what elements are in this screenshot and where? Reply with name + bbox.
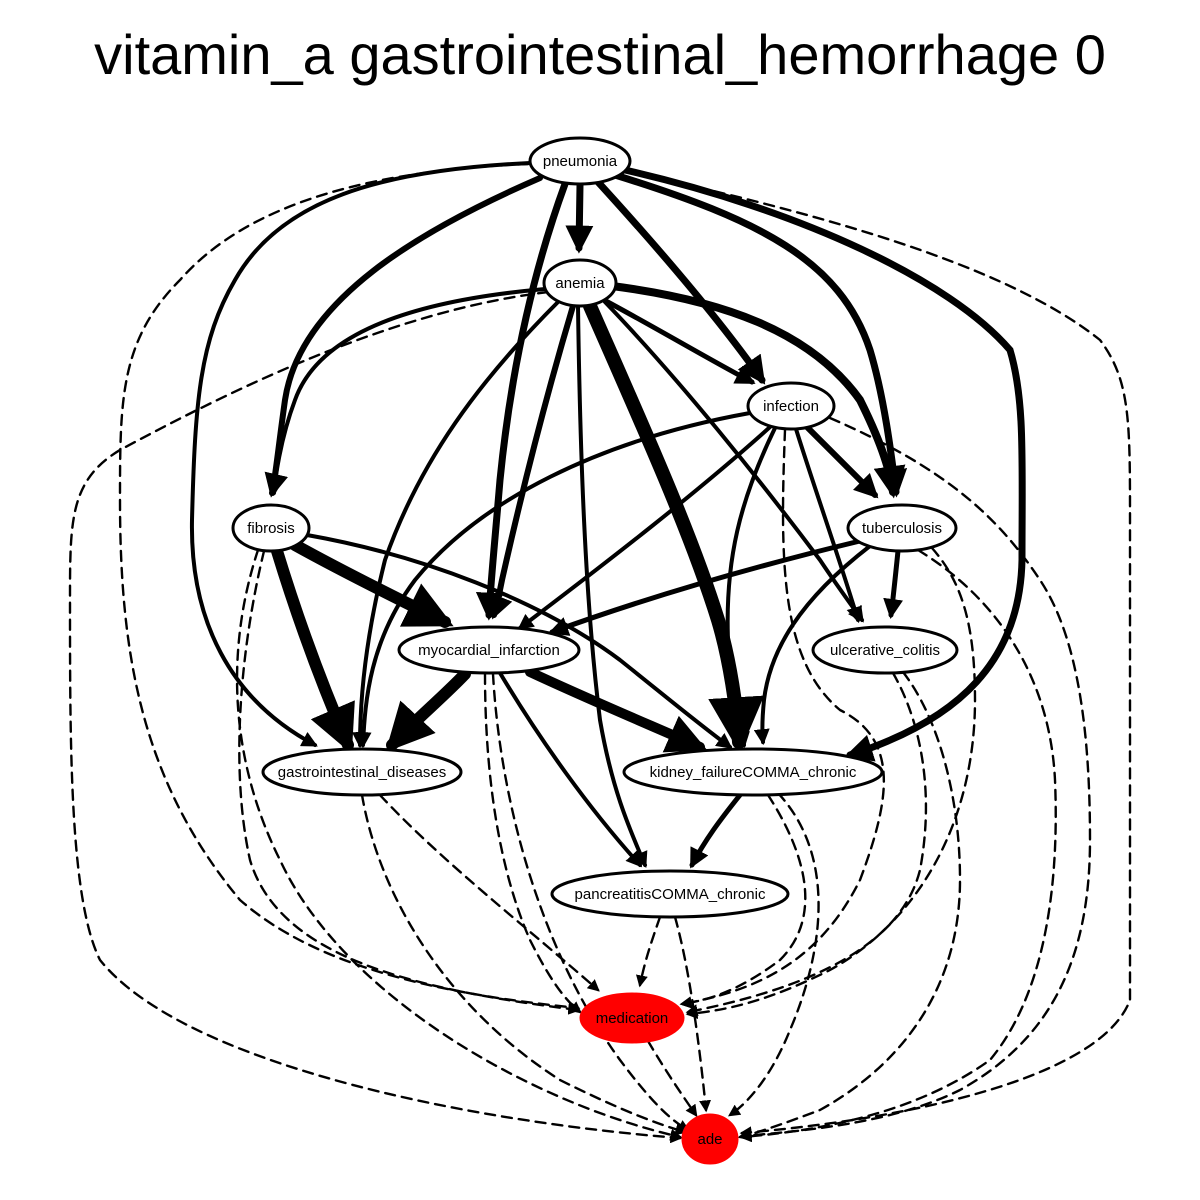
edge-infection-to-ade — [739, 416, 1092, 1142]
edge-myocardial_infarction-to-ade — [491, 672, 691, 1132]
node-kidney_failure_chronic[interactable]: kidney_failureCOMMA_chronic — [622, 747, 884, 797]
edge-myocardial_infarction-to-medication — [483, 672, 582, 1014]
node-label-ulcerative_colitis: ulcerative_colitis — [830, 642, 940, 659]
edge-infection-to-tuberculosis — [804, 424, 879, 499]
node-label-myocardial_infarction: myocardial_infarction — [418, 642, 560, 659]
node-label-ade: ade — [697, 1131, 722, 1148]
edge-gastrointestinal_diseases-to-ade — [360, 793, 688, 1136]
edge-anemia-to-ade — [68, 290, 683, 1144]
edge-myocardial_infarction-to-gastrointestinal_diseases — [385, 668, 471, 753]
node-ade[interactable]: ade — [681, 1113, 739, 1165]
edge-pneumonia-to-infection — [594, 178, 766, 385]
edge-fibrosis-to-gastrointestinal_diseases — [271, 545, 355, 754]
edge-myocardial_infarction-to-kidney_failure_chronic — [525, 667, 708, 753]
node-shape-fibrosis — [231, 503, 311, 553]
node-label-fibrosis: fibrosis — [247, 520, 295, 537]
edge-pneumonia-to-kidney_failure_chronic — [621, 166, 1026, 762]
node-label-gastrointestinal_diseases: gastrointestinal_diseases — [278, 764, 446, 781]
node-label-kidney_failure_chronic: kidney_failureCOMMA_chronic — [650, 764, 857, 781]
node-shape-ulcerative_colitis — [811, 625, 959, 675]
edge-infection-to-ulcerative_colitis — [794, 427, 862, 624]
edge-anemia-to-ulcerative_colitis — [603, 300, 864, 623]
edge-infection-to-kidney_failure_chronic — [725, 426, 777, 749]
node-shape-ade — [681, 1113, 739, 1165]
node-tuberculosis[interactable]: tuberculosis — [846, 503, 958, 553]
edge-anemia-to-gastrointestinal_diseases — [352, 300, 560, 749]
edge-pneumonia-to-gastrointestinal_diseases — [189, 161, 532, 747]
edge-infection-to-gastrointestinal_diseases — [355, 411, 752, 749]
node-shape-infection — [746, 381, 836, 431]
node-myocardial_infarction[interactable]: myocardial_infarction — [397, 625, 581, 675]
edge-anemia-to-kidney_failure_chronic — [583, 299, 765, 754]
edge-anemia-to-myocardial_infarction — [489, 303, 576, 620]
edge-anemia-to-pancreatitis_chronic — [576, 304, 648, 868]
edge-tuberculosis-to-ade — [739, 548, 1057, 1143]
node-label-pancreatitis_chronic: pancreatitisCOMMA_chronic — [575, 886, 766, 903]
edge-tuberculosis-to-ulcerative_colitis — [883, 548, 904, 619]
edges-layer — [68, 161, 1132, 1144]
node-shape-myocardial_infarction — [397, 625, 581, 675]
edge-pneumonia-to-tuberculosis — [611, 171, 908, 498]
edge-anemia-to-tuberculosis — [608, 282, 906, 499]
edge-fibrosis-to-myocardial_infarction — [289, 539, 454, 628]
edge-tuberculosis-to-medication — [685, 546, 977, 1020]
node-shape-pneumonia — [528, 136, 632, 186]
node-pancreatitis_chronic[interactable]: pancreatitisCOMMA_chronic — [550, 869, 790, 919]
node-label-tuberculosis: tuberculosis — [862, 520, 942, 537]
edge-fibrosis-to-medication — [238, 549, 581, 1015]
node-shape-gastrointestinal_diseases — [261, 747, 463, 797]
edge-tuberculosis-to-myocardial_infarction — [548, 538, 863, 636]
edge-kidney_failure_chronic-to-pancreatitis_chronic — [689, 792, 743, 869]
edge-ulcerative_colitis-to-medication — [685, 671, 928, 1017]
edge-pancreatitis_chronic-to-medication — [636, 915, 662, 988]
node-fibrosis[interactable]: fibrosis — [231, 503, 311, 553]
edge-pancreatitis_chronic-to-ade — [673, 915, 712, 1113]
node-label-infection: infection — [763, 398, 819, 415]
edge-anemia-to-infection — [601, 297, 756, 385]
edge-tuberculosis-to-kidney_failure_chronic — [753, 544, 872, 746]
edge-anemia-to-fibrosis — [267, 287, 547, 497]
nodes-layer: pneumonia anemia infection fibrosis tubercul… — [231, 136, 959, 1165]
node-label-medication: medication — [596, 1010, 669, 1027]
node-infection[interactable]: infection — [746, 381, 836, 431]
edge-infection-to-myocardial_infarction — [517, 425, 772, 630]
edge-pneumonia-to-anemia — [565, 181, 594, 254]
node-ulcerative_colitis[interactable]: ulcerative_colitis — [811, 625, 959, 675]
node-shape-anemia — [542, 258, 618, 308]
diagram-title: vitamin_a gastrointestinal_hemorrhage 0 — [94, 23, 1106, 86]
node-anemia[interactable]: anemia — [542, 258, 618, 308]
edge-pneumonia-to-ade — [630, 170, 1132, 1139]
node-label-anemia: anemia — [555, 275, 605, 292]
edge-medication-to-ade — [646, 1039, 698, 1117]
edge-gastrointestinal_diseases-to-medication — [378, 793, 600, 992]
node-gastrointestinal_diseases[interactable]: gastrointestinal_diseases — [261, 747, 463, 797]
edge-ulcerative_colitis-to-ade — [737, 670, 962, 1141]
node-shape-tuberculosis — [846, 503, 958, 553]
node-label-pneumonia: pneumonia — [543, 153, 618, 170]
edge-kidney_failure_chronic-to-medication — [679, 793, 807, 1009]
edge-pneumonia-to-fibrosis — [264, 175, 543, 498]
edge-fibrosis-to-ade — [235, 548, 683, 1141]
edge-pneumonia-to-medication — [118, 162, 581, 1013]
node-shape-medication — [579, 992, 685, 1044]
node-medication[interactable]: medication — [579, 992, 685, 1044]
node-shape-pancreatitis_chronic — [550, 869, 790, 919]
node-pneumonia[interactable]: pneumonia — [528, 136, 632, 186]
node-shape-kidney_failure_chronic — [622, 747, 884, 797]
edge-kidney_failure_chronic-to-ade — [728, 791, 820, 1117]
edge-infection-to-medication — [679, 428, 886, 1009]
edge-pneumonia-to-myocardial_infarction — [475, 180, 569, 621]
edge-myocardial_infarction-to-pancreatitis_chronic — [498, 671, 643, 868]
